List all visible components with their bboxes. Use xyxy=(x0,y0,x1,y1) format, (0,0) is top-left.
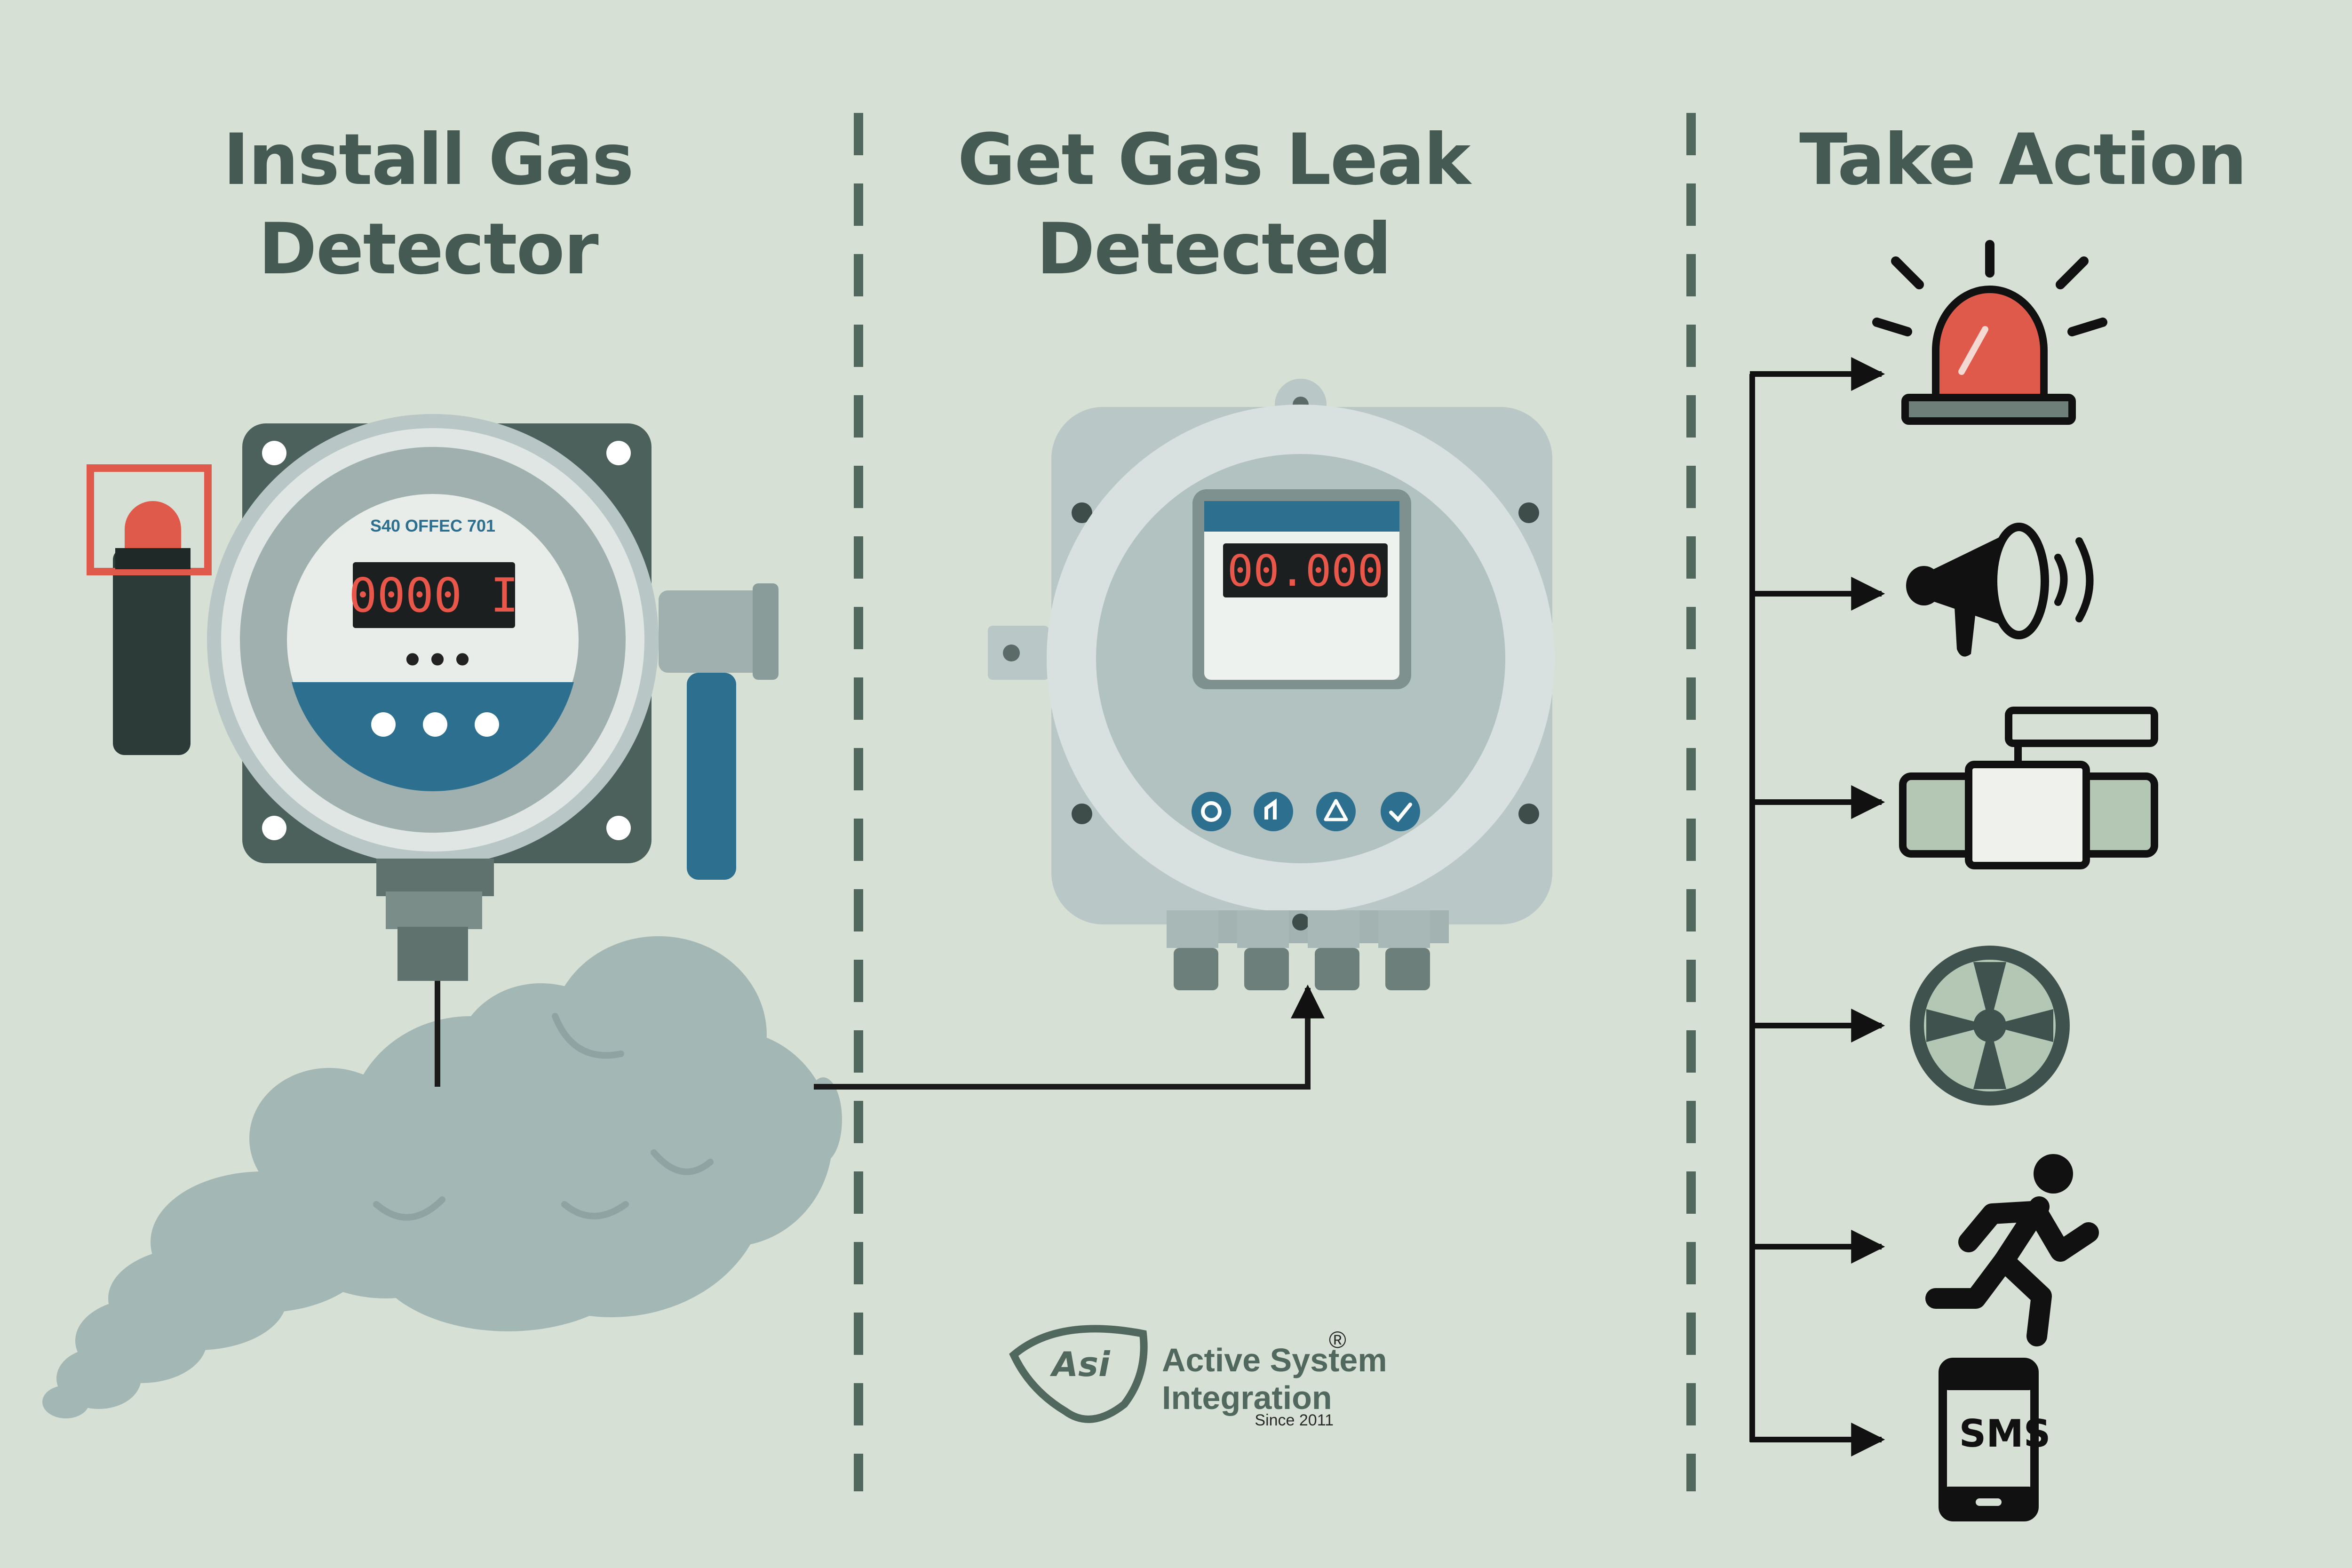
brand-registered: ® xyxy=(1329,1327,1346,1353)
alarm-beacon-icon xyxy=(1872,240,2107,425)
brand-logo-shield xyxy=(1009,1325,1148,1423)
brand-name-line2: Integration xyxy=(1162,1379,1332,1416)
detector-button-1[interactable] xyxy=(371,712,396,737)
evacuation-icon xyxy=(1925,1154,2099,1346)
gas-controller: 00.000 xyxy=(988,379,1555,990)
sms-phone-icon: SMS xyxy=(1939,1358,2051,1521)
section-title-install: Install Gas Detector xyxy=(223,119,634,290)
signal-arrow-to-controller xyxy=(814,984,1325,1090)
gas-detector: S40 OFFEC 701 0000 I ••• xyxy=(207,414,779,1087)
detector-model-label: S40 OFFEC 701 xyxy=(370,516,495,535)
fan-icon xyxy=(1910,946,2070,1106)
action-arrows xyxy=(1750,357,1885,1457)
megaphone-icon xyxy=(1906,523,2094,657)
gas-cloud-swirls xyxy=(373,1013,714,1221)
detector-display-value: 0000 I xyxy=(349,568,518,623)
controller-button-warning[interactable] xyxy=(1316,792,1356,831)
brand-logo: Asi Active System Integration Since 2011… xyxy=(1009,1325,1387,1429)
section-title-action: Take Action xyxy=(1799,119,2247,201)
detector-button-2[interactable] xyxy=(423,712,447,737)
detector-status-dots: ••• xyxy=(400,636,475,685)
detector-beacon xyxy=(87,464,212,755)
gas-cloud xyxy=(42,936,842,1418)
valve-icon xyxy=(1899,707,2158,869)
brand-since: Since 2011 xyxy=(1255,1411,1334,1429)
section-title-detect: Get Gas Leak Detected xyxy=(957,119,1471,290)
brand-name-line1: Active System xyxy=(1162,1342,1387,1378)
detector-button-3[interactable] xyxy=(475,712,499,737)
controller-display-value: 00.000 xyxy=(1227,546,1383,596)
controller-button-confirm[interactable] xyxy=(1381,792,1420,831)
controller-button-signal[interactable] xyxy=(1254,792,1293,831)
sms-label: SMS xyxy=(1959,1412,2051,1456)
brand-logo-mark: Asi xyxy=(1049,1345,1111,1384)
controller-button-refresh[interactable] xyxy=(1192,792,1231,831)
